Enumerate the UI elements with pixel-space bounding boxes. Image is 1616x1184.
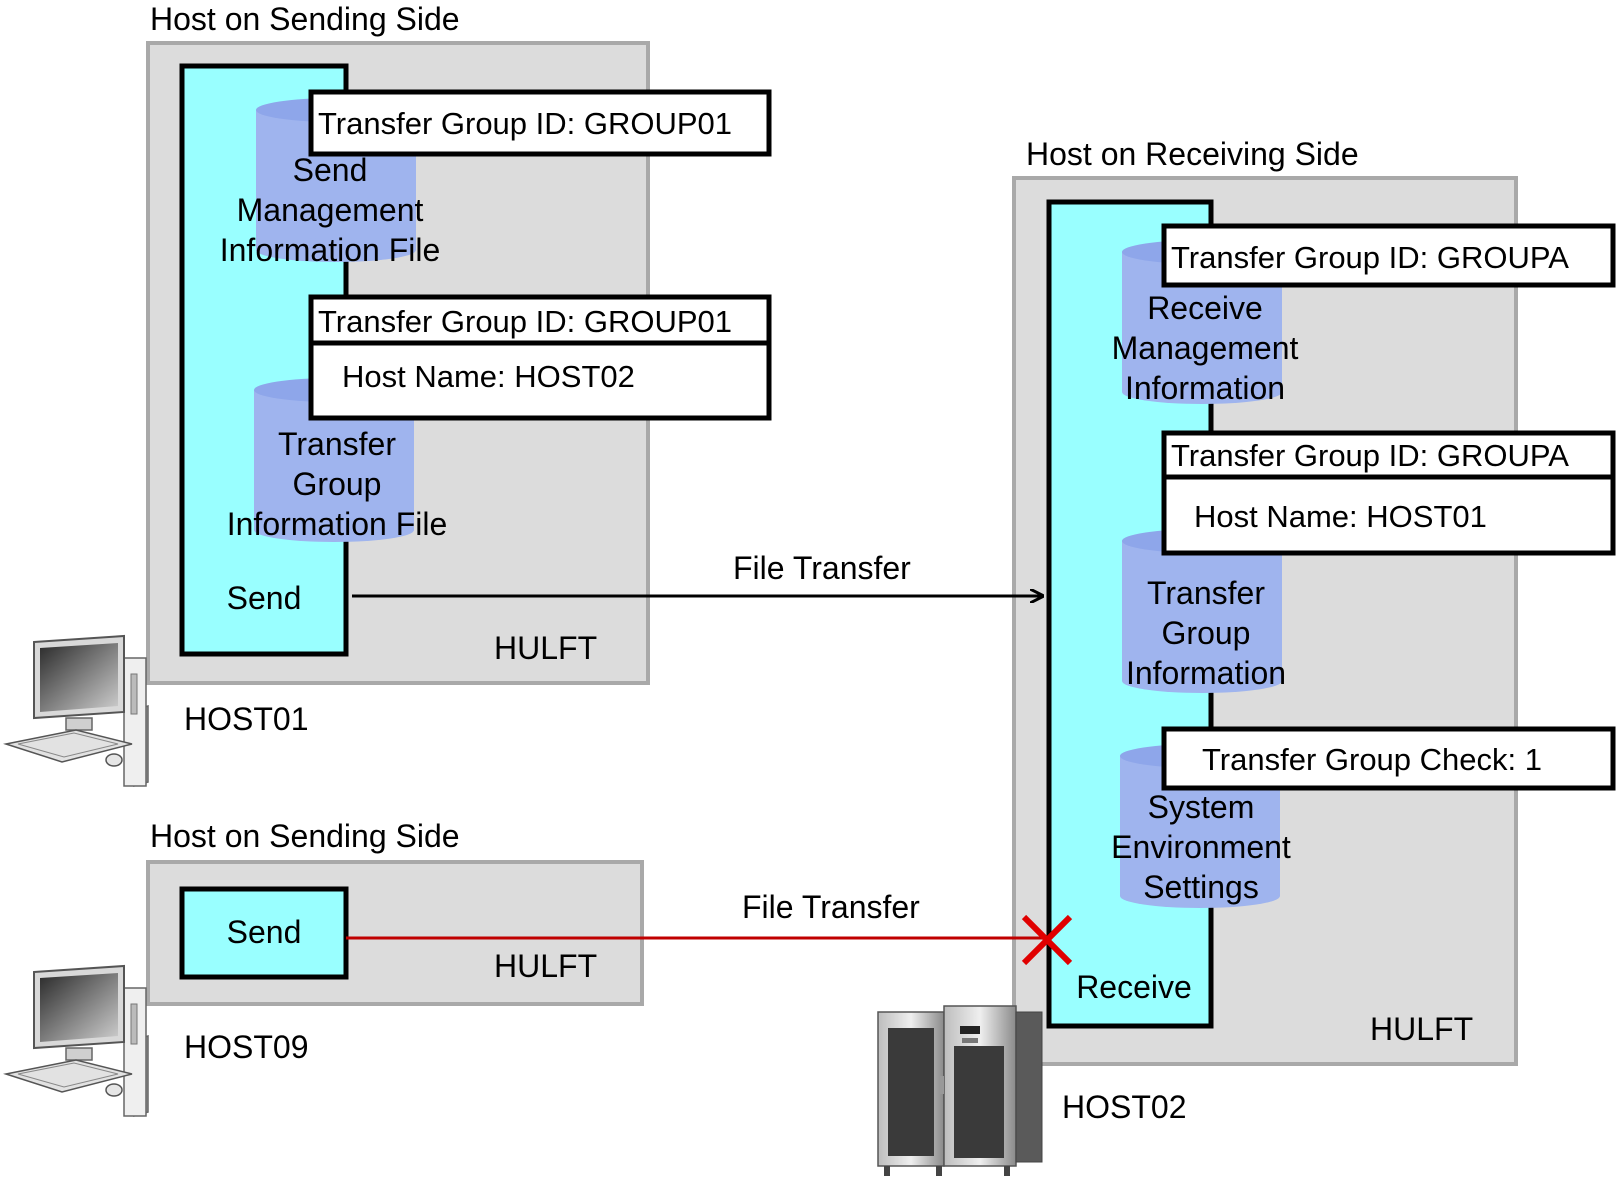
receive-process-label: Receive [1076, 969, 1192, 1005]
sys-env-tag-box [1161, 726, 1616, 791]
send-process-1-label: Send [227, 580, 302, 616]
sending-host-2-platform: HULFT [494, 948, 597, 984]
send-process-2-box [179, 886, 349, 980]
transfer-group-tag-1-host-name: Host Name: HOST02 [342, 359, 635, 394]
file-transfer-label-success: File Transfer [733, 550, 911, 586]
sys-env-tag-text: Transfer Group Check: 1 [1202, 742, 1542, 777]
file-transfer-label-rejected: File Transfer [742, 889, 920, 925]
rejected-x-icon [1021, 914, 1073, 966]
receiving-side-label: Host on Receiving Side [1026, 136, 1359, 172]
send-mgmt-file-line-1: Send [293, 152, 368, 188]
sys-env-file-line-1: System [1148, 789, 1255, 825]
transfer-group-file-2-line-2: Group [1162, 615, 1251, 651]
transfer-group-file-1-line-1: Transfer [278, 426, 396, 462]
recv-mgmt-file-line-2: Management [1112, 330, 1299, 366]
sending-side-label-1: Host on Sending Side [150, 1, 460, 37]
transfer-group-tag-2-box [1161, 430, 1616, 556]
desktop-pc-icon-host09 [5, 965, 149, 1117]
send-mgmt-tag-box [308, 89, 772, 157]
host01-name: HOST01 [184, 701, 308, 737]
send-process-2-label: Send [227, 914, 302, 950]
host09-name: HOST09 [184, 1029, 308, 1065]
receiving-host-platform: HULFT [1370, 1011, 1473, 1047]
transfer-group-file-1-line-2: Group [293, 466, 382, 502]
host02-name: HOST02 [1062, 1089, 1186, 1125]
transfer-group-tag-2-host-name: Host Name: HOST01 [1194, 499, 1487, 534]
send-mgmt-file-line-3: Information File [220, 232, 441, 268]
sys-env-file-line-3: Settings [1143, 869, 1259, 905]
desktop-pc-icon-host01 [5, 635, 149, 787]
transfer-group-file-2-line-1: Transfer [1147, 575, 1265, 611]
sending-side-label-2: Host on Sending Side [150, 818, 460, 854]
transfer-group-file-1-line-3: Information File [227, 506, 448, 542]
send-mgmt-tag-text: Transfer Group ID: GROUP01 [318, 106, 732, 141]
recv-mgmt-file-line-1: Receive [1147, 290, 1263, 326]
recv-mgmt-tag-text: Transfer Group ID: GROUPA [1171, 240, 1569, 275]
sending-host-1-platform: HULFT [494, 630, 597, 666]
transfer-group-tag-1-box [308, 294, 772, 421]
send-mgmt-file-line-2: Management [237, 192, 424, 228]
server-rack-icon-host02 [877, 1005, 1043, 1176]
transfer-group-tag-1-group-id: Transfer Group ID: GROUP01 [318, 304, 732, 339]
transfer-group-file-2-line-3: Information [1126, 655, 1286, 691]
transfer-group-tag-2-group-id: Transfer Group ID: GROUPA [1171, 438, 1569, 473]
sys-env-file-line-2: Environment [1111, 829, 1291, 865]
recv-mgmt-file-line-3: Information [1125, 370, 1285, 406]
recv-mgmt-tag-box [1161, 223, 1616, 288]
